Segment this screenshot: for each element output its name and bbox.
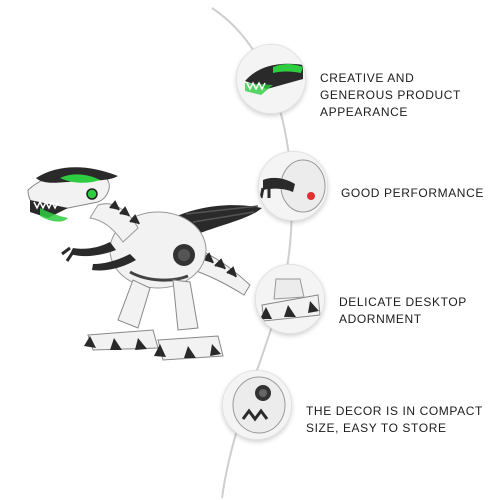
dinosaur-toy-image <box>27 167 262 361</box>
feature-2-text: GOOD PERFORMANCE <box>341 186 484 200</box>
dino-speaker-icon <box>223 371 291 439</box>
feature-4-image <box>222 370 292 440</box>
dino-head-icon <box>237 45 305 113</box>
feature-1-text: CREATIVE AND GENEROUS PRODUCT APPEARANCE <box>320 71 461 119</box>
feature-3-image <box>255 264 325 334</box>
feature-1-image <box>236 44 306 114</box>
feature-4-text: THE DECOR IS IN COMPACT SIZE, EASY TO ST… <box>306 404 483 435</box>
feature-2-image <box>258 151 328 221</box>
dino-arm-icon <box>259 152 327 220</box>
feature-3-text: DELICATE DESKTOP ADORNMENT <box>339 295 467 326</box>
dino-foot-icon <box>256 265 324 333</box>
